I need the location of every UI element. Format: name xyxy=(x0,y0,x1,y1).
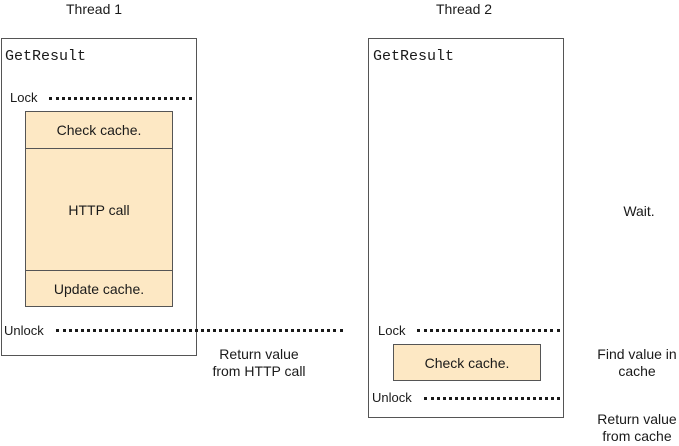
thread-2-unlock-line xyxy=(424,397,560,400)
return-cache-note: Return value from cache xyxy=(589,411,679,445)
find-value-note-line-2: cache xyxy=(618,363,656,379)
thread-1-title: Thread 1 xyxy=(66,1,123,17)
find-value-note: Find value in cache xyxy=(586,346,679,380)
wait-note-text: Wait. xyxy=(623,203,655,219)
thread-2-check-cache-block: Check cache. xyxy=(393,344,541,381)
return-cache-note-line-2: from cache xyxy=(602,428,672,444)
thread-1-unlock-label: Unlock xyxy=(4,323,44,338)
thread-2-unlock-label: Unlock xyxy=(372,390,412,405)
thread-2-lock-label: Lock xyxy=(378,323,406,338)
return-http-note: Return value from HTTP call xyxy=(204,346,314,380)
thread-2-title: Thread 2 xyxy=(436,1,493,17)
thread-1-lock-line xyxy=(49,97,192,100)
thread-1-update-cache-block: Update cache. xyxy=(25,270,173,307)
thread-1-function-name: GetResult xyxy=(5,48,87,65)
return-http-note-line-1: Return value xyxy=(219,346,299,362)
thread-2-function-name: GetResult xyxy=(373,48,455,65)
thread-1-lock-label: Lock xyxy=(10,90,38,105)
thread-2-lock-line xyxy=(417,329,560,332)
thread-1-check-cache-block: Check cache. xyxy=(25,111,173,149)
thread-1-unlock-line xyxy=(56,329,343,332)
thread-1-http-call-block: HTTP call xyxy=(25,148,173,271)
return-http-note-line-2: from HTTP call xyxy=(212,363,306,379)
return-cache-note-line-1: Return value xyxy=(597,411,677,427)
find-value-note-line-1: Find value in xyxy=(597,346,677,362)
wait-note: Wait. xyxy=(604,203,674,220)
